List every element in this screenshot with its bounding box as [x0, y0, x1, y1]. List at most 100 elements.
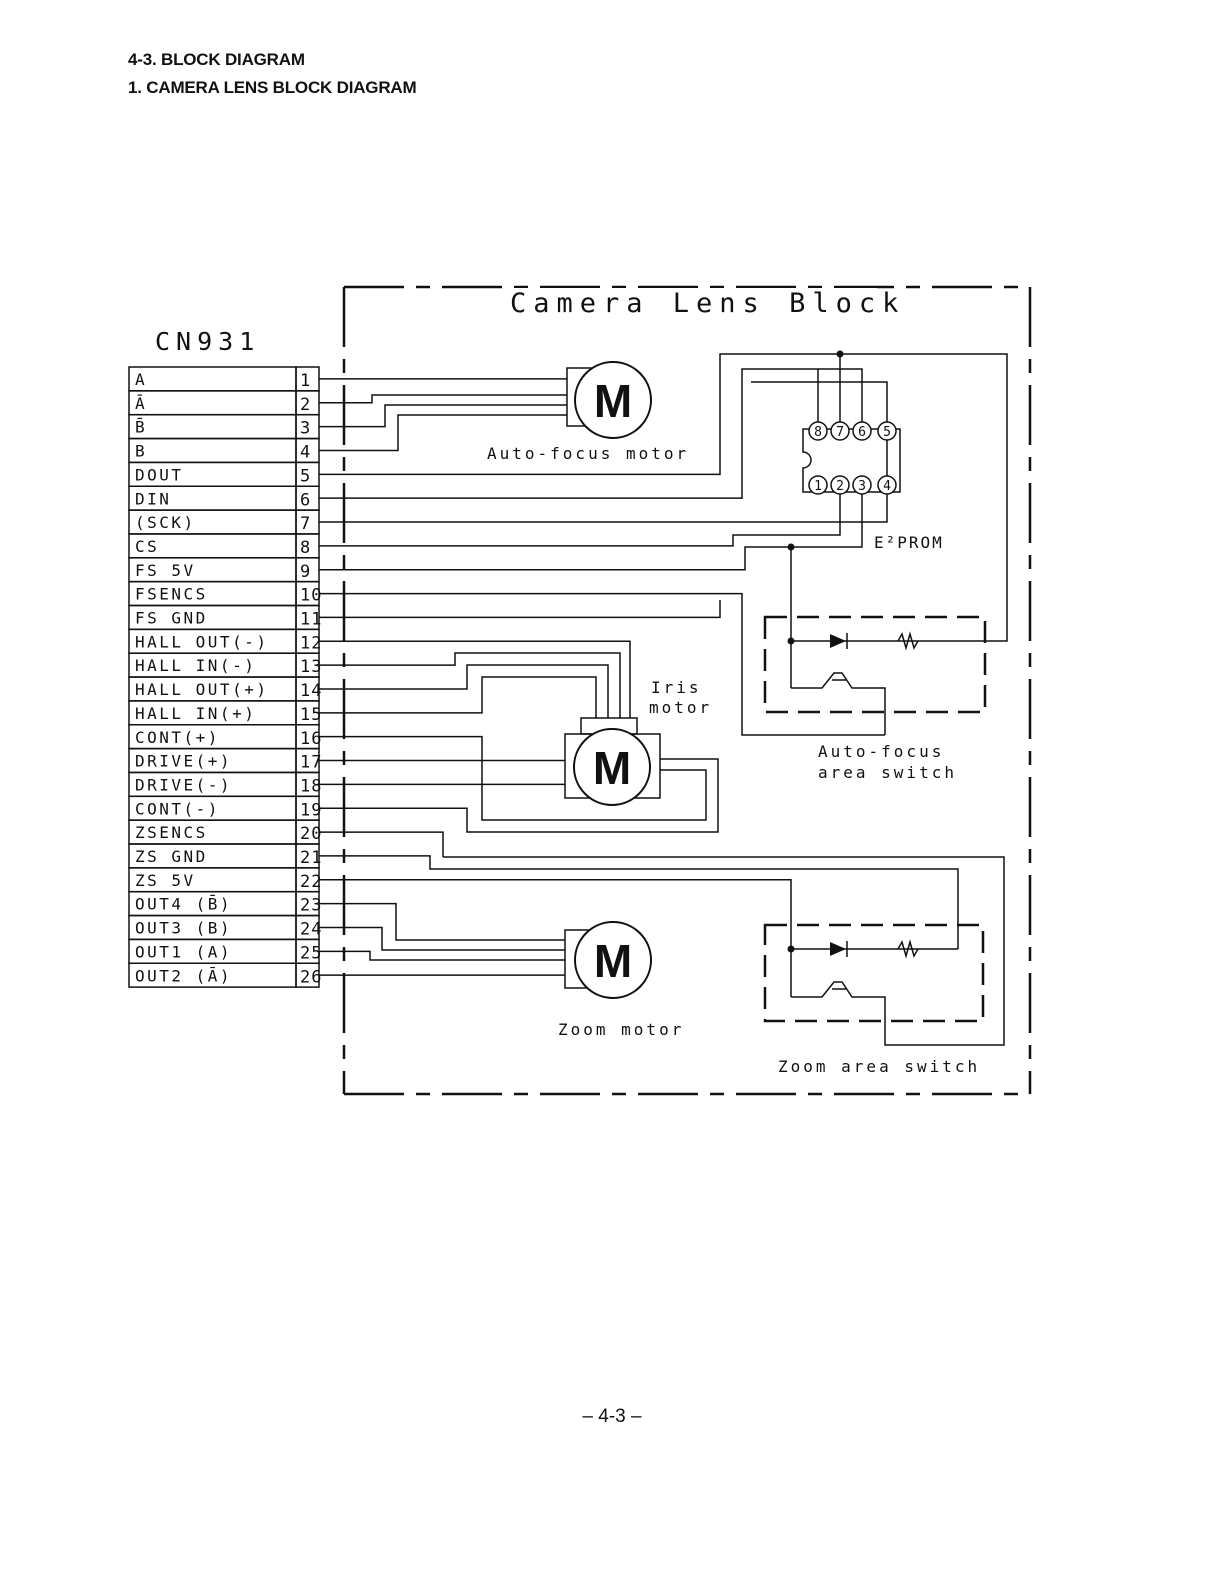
page-number: – 4-3 –	[582, 1406, 642, 1427]
pin-number: 7	[300, 514, 311, 534]
pin-number: 4	[300, 443, 311, 463]
wire	[319, 664, 609, 718]
pin-label: (SCK)	[135, 513, 196, 532]
af-switch-label-1: Auto-focus	[818, 742, 944, 761]
eeprom-pin	[877, 475, 897, 495]
pin-label: DRIVE(+)	[135, 752, 232, 771]
pin-label: OUT4 (B̄)	[135, 895, 232, 914]
wire	[319, 831, 444, 857]
eeprom-pin	[852, 421, 872, 441]
pin-label: OUT2 (Ā)	[135, 966, 232, 985]
wire	[319, 652, 621, 718]
subsection-heading: 1. CAMERA LENS BLOCK DIAGRAM	[128, 78, 417, 97]
pin-number: 26	[300, 967, 322, 987]
pin-number: 21	[300, 848, 322, 868]
section-heading: 4-3. BLOCK DIAGRAM	[128, 50, 305, 69]
pin-label: CS	[135, 537, 159, 556]
pin-number: 2	[300, 395, 311, 415]
iris-motor-label-2: motor	[649, 698, 712, 717]
pin-label: ZS GND	[135, 847, 208, 866]
auto-focus-motor: M	[566, 361, 652, 439]
eeprom-pin	[830, 421, 850, 441]
pin-number: 22	[300, 872, 322, 892]
pin-label: B	[135, 442, 147, 461]
eeprom-label: E²PROM	[874, 533, 944, 552]
zoom-motor: M	[564, 921, 652, 999]
pin-label: FS GND	[135, 609, 208, 628]
eeprom-pin	[808, 475, 828, 495]
af-switch-label-2: area switch	[818, 763, 957, 782]
pin-number: 11	[300, 610, 322, 630]
pin-label: DOUT	[135, 465, 184, 484]
connector-name: CN931	[155, 327, 260, 356]
pin-label: ZSENCS	[135, 823, 208, 842]
pin-label: FSENCS	[135, 585, 208, 604]
eeprom-pin-number: 2	[836, 479, 844, 494]
pin-label: A	[135, 370, 147, 389]
zoom-motor-label: Zoom motor	[558, 1020, 684, 1039]
pin-label: HALL OUT(-)	[135, 632, 268, 651]
pin-label: HALL IN(+)	[135, 704, 256, 723]
wire	[319, 414, 567, 452]
wire	[319, 368, 863, 499]
pin-label: DIN	[135, 489, 171, 508]
wire	[319, 950, 565, 961]
pin-number: 16	[300, 729, 322, 749]
zoom-motor-m-icon: M	[594, 935, 632, 987]
zoom-area-switch	[443, 856, 1005, 1046]
iris-motor-label-1: Iris	[651, 678, 702, 697]
eeprom-pin-number: 5	[883, 425, 891, 440]
af-motor-label: Auto-focus motor	[487, 444, 689, 463]
pin-label-cell	[128, 366, 297, 392]
pin-number: 18	[300, 776, 322, 796]
wire	[319, 592, 885, 736]
iris-motor-m-icon: M	[593, 742, 631, 794]
wiring	[319, 350, 1008, 976]
wire	[319, 404, 567, 428]
eeprom-pin	[877, 421, 897, 441]
wire	[319, 926, 565, 951]
wire	[319, 600, 721, 619]
pin-number: 25	[300, 943, 322, 963]
pin-number: 9	[300, 562, 311, 582]
pin-number: 6	[300, 490, 311, 510]
pin-number: 23	[300, 896, 322, 916]
pin-number: 15	[300, 705, 322, 725]
wire	[319, 902, 565, 941]
wire	[319, 353, 1008, 642]
pin-label: ZS 5V	[135, 871, 196, 890]
pin-label: OUT3 (B)	[135, 919, 232, 938]
wire	[319, 381, 888, 523]
pin-number: 13	[300, 657, 322, 677]
pin-label-cell	[128, 390, 297, 416]
eeprom-pin-number: 1	[814, 479, 822, 494]
pin-number: 19	[300, 800, 322, 820]
pin-number: 17	[300, 753, 322, 773]
eeprom-pin	[830, 475, 850, 495]
pin-label: DRIVE(-)	[135, 775, 232, 794]
eeprom-pin-number: 3	[858, 479, 866, 494]
wire	[319, 394, 567, 404]
pin-label: Ā	[135, 394, 147, 413]
wire	[319, 492, 841, 547]
eeprom-pin-number: 8	[814, 425, 822, 440]
motor-m-icon: M	[594, 375, 632, 427]
pin-number: 10	[300, 586, 322, 606]
eeprom-pin	[808, 421, 828, 441]
block-title: Camera Lens Block	[510, 288, 905, 319]
lens-block-border	[342, 285, 1032, 1096]
pin-label-cell	[128, 413, 297, 440]
pin-label: OUT1 (A)	[135, 942, 232, 961]
pin-number: 5	[300, 466, 311, 486]
eeprom-pin-number: 7	[836, 425, 844, 440]
wire	[319, 492, 863, 571]
pin-number: 14	[300, 681, 322, 701]
wire	[319, 879, 792, 949]
pin-label: B̄	[135, 418, 147, 437]
pin-label: CONT(+)	[135, 728, 220, 747]
pin-number: 12	[300, 633, 322, 653]
wire	[319, 735, 707, 821]
